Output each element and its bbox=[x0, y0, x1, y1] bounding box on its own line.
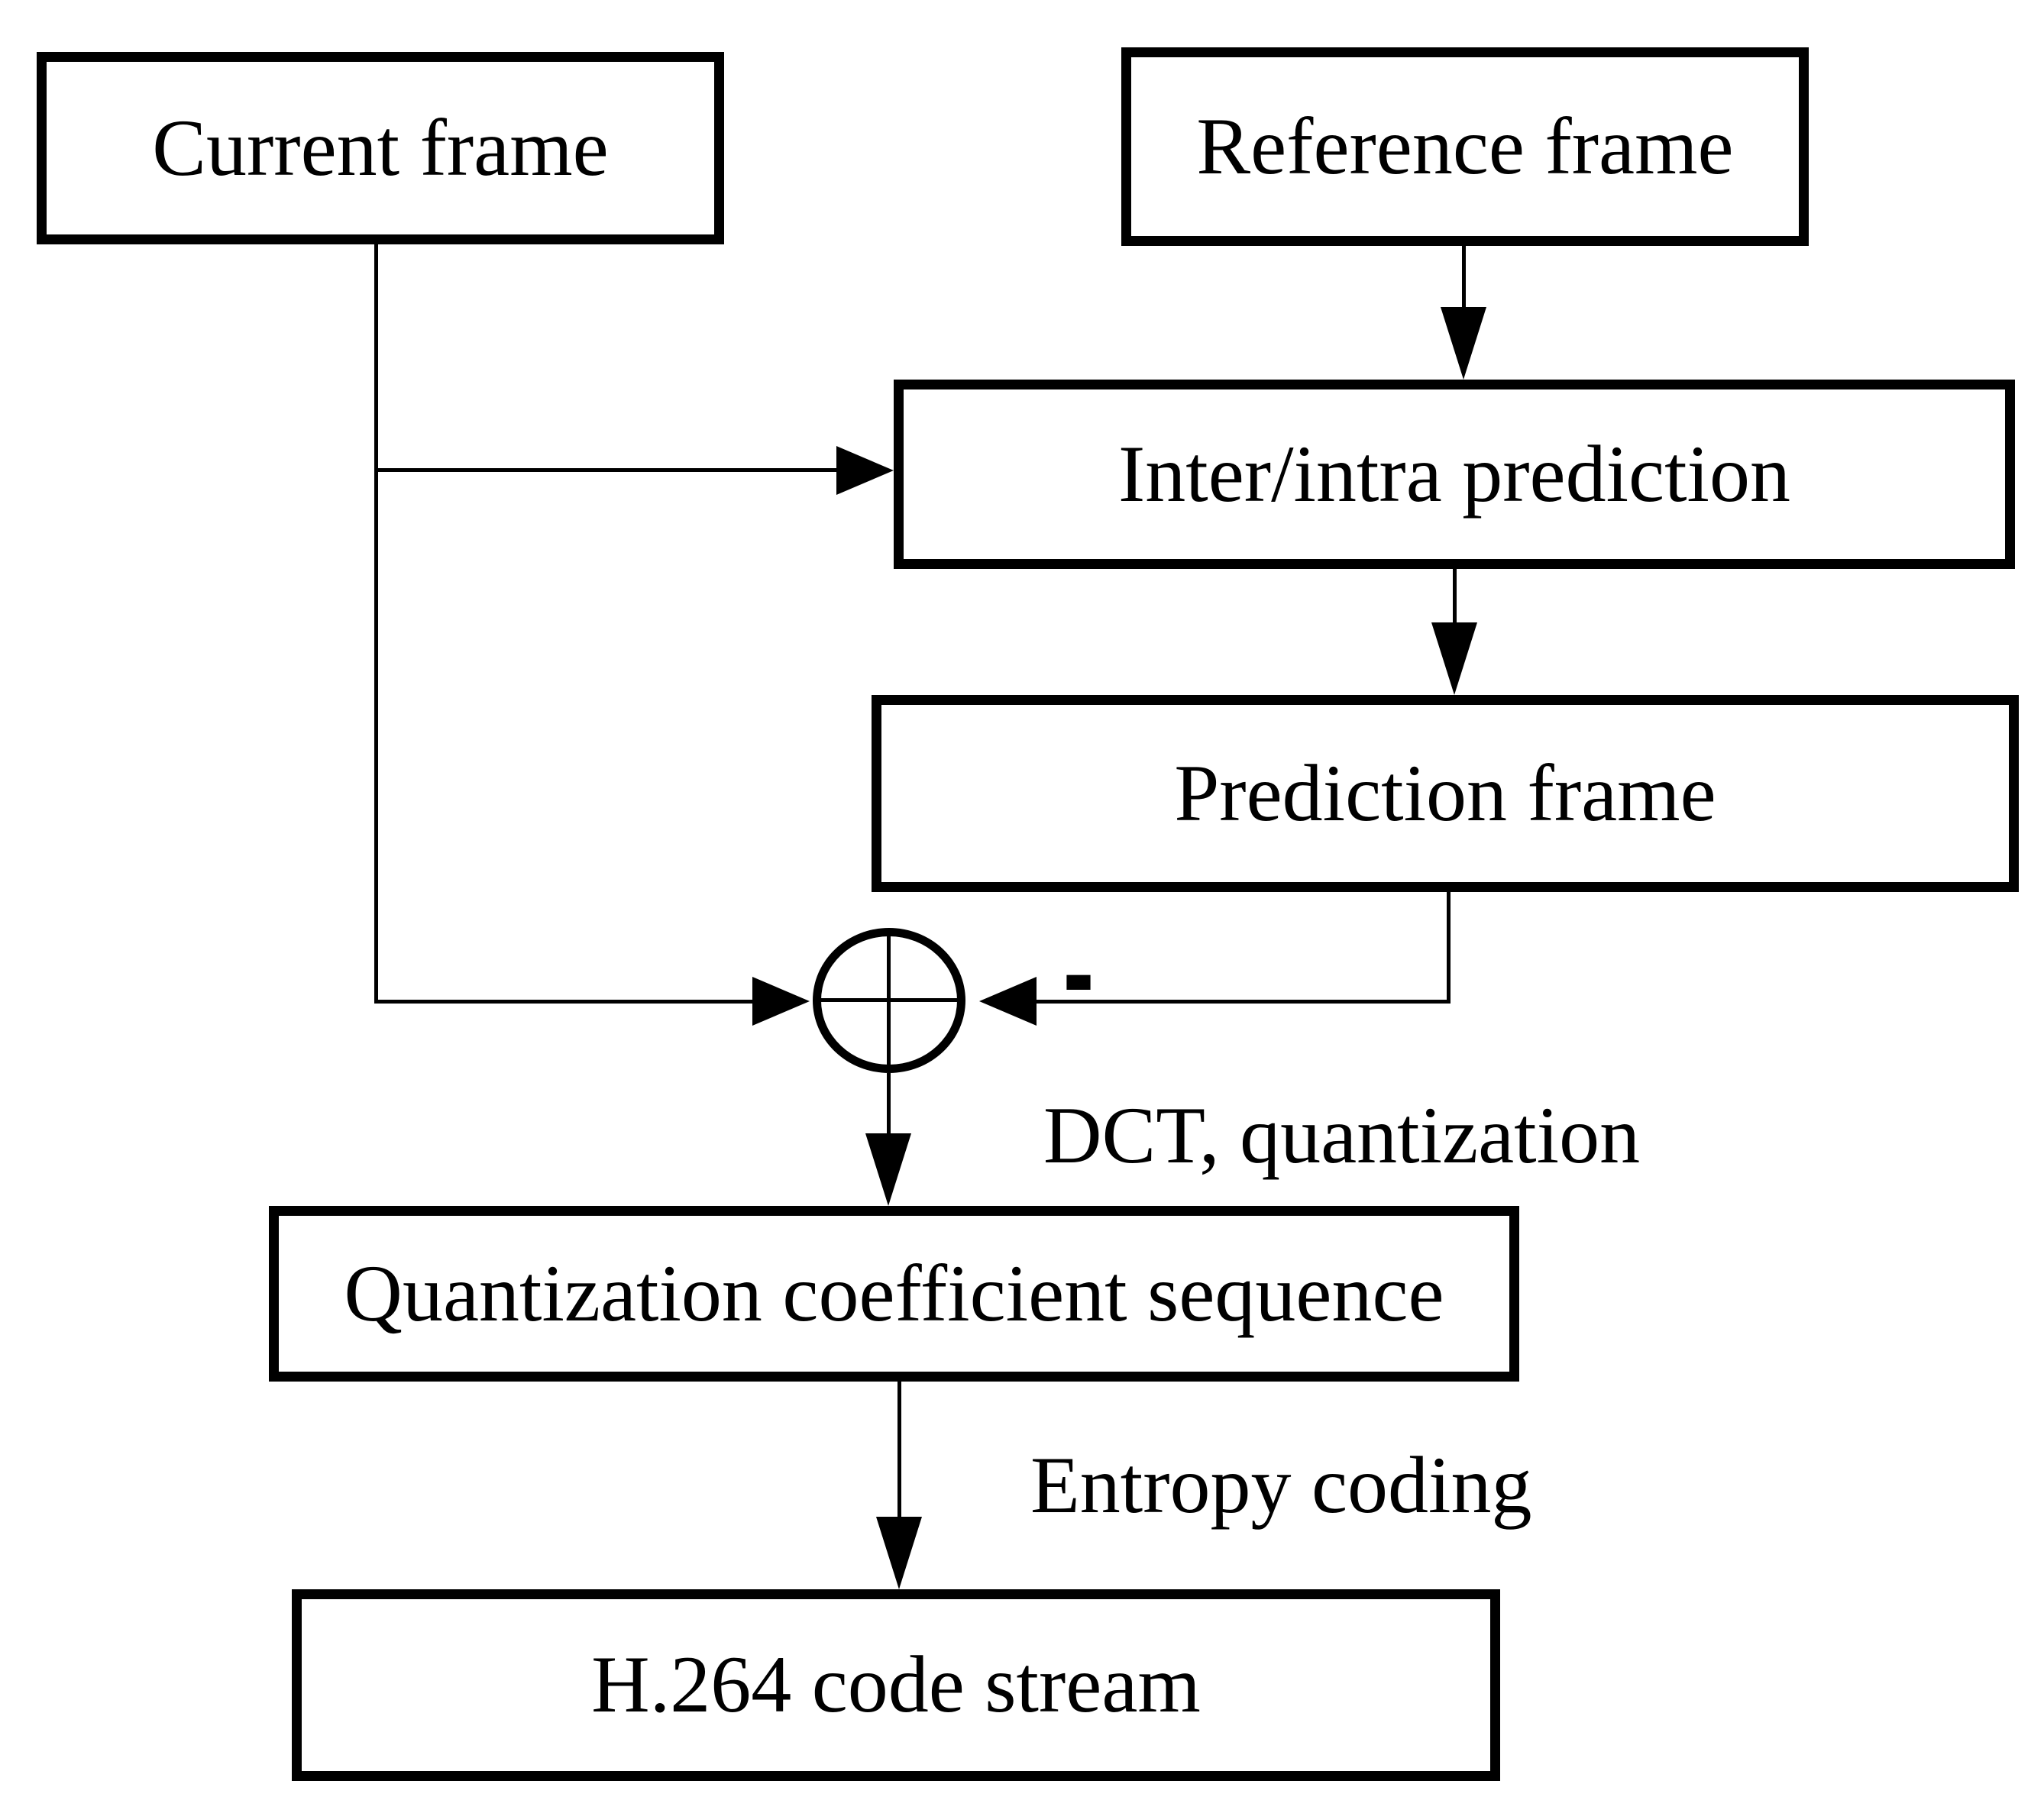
node-current-frame: Current frame bbox=[37, 52, 724, 244]
arrowhead-down-into-h264-icon bbox=[876, 1517, 922, 1589]
node-reference-frame-label: Reference frame bbox=[1196, 101, 1734, 191]
summation-plus-horizontal-icon bbox=[821, 998, 957, 1002]
node-prediction-frame-label: Prediction frame bbox=[1174, 748, 1716, 838]
connector-prediction-frame-down-line bbox=[1447, 892, 1451, 1004]
connector-reference-to-prediction-line bbox=[1462, 246, 1466, 315]
connector-current-frame-trunk-line bbox=[374, 244, 378, 1004]
minus-operator-glyph: - bbox=[1063, 868, 1094, 1062]
node-reference-frame: Reference frame bbox=[1121, 47, 1809, 246]
node-quantization-coefficient-sequence-label: Quantization coefficient sequence bbox=[344, 1248, 1444, 1338]
arrowhead-right-into-summation-icon bbox=[752, 977, 810, 1026]
arrowhead-down-into-quantization-icon bbox=[865, 1133, 911, 1206]
arrowhead-left-into-summation-icon bbox=[979, 977, 1037, 1026]
node-h264-code-stream: H.264 code stream bbox=[292, 1589, 1500, 1781]
connector-inter-intra-to-prediction-frame-line bbox=[1453, 569, 1457, 624]
node-current-frame-label: Current frame bbox=[152, 102, 609, 192]
arrowhead-right-into-inter-intra-icon bbox=[836, 446, 894, 495]
connector-prediction-frame-to-summation-line bbox=[1037, 1000, 1451, 1004]
arrowhead-down-into-inter-intra-icon bbox=[1441, 307, 1486, 380]
connector-current-to-inter-intra-line bbox=[374, 468, 836, 472]
node-inter-intra-prediction-label: Inter/intra prediction bbox=[1117, 428, 1791, 519]
edge-label-dct-quantization: DCT, quantization bbox=[1043, 1091, 1641, 1180]
node-quantization-coefficient-sequence: Quantization coefficient sequence bbox=[269, 1206, 1519, 1382]
node-h264-code-stream-label: H.264 code stream bbox=[591, 1640, 1201, 1730]
node-prediction-frame: Prediction frame bbox=[872, 695, 2019, 892]
arrowhead-down-into-prediction-frame-icon bbox=[1431, 622, 1477, 695]
connector-current-to-summation-line bbox=[374, 1000, 752, 1004]
connector-quantization-to-h264-line bbox=[897, 1382, 901, 1519]
node-inter-intra-prediction: Inter/intra prediction bbox=[894, 380, 2015, 569]
edge-label-entropy-coding: Entropy coding bbox=[1030, 1440, 1532, 1530]
connector-summation-to-quantization-line bbox=[887, 1073, 891, 1138]
minus-operator: - bbox=[1056, 878, 1101, 1052]
